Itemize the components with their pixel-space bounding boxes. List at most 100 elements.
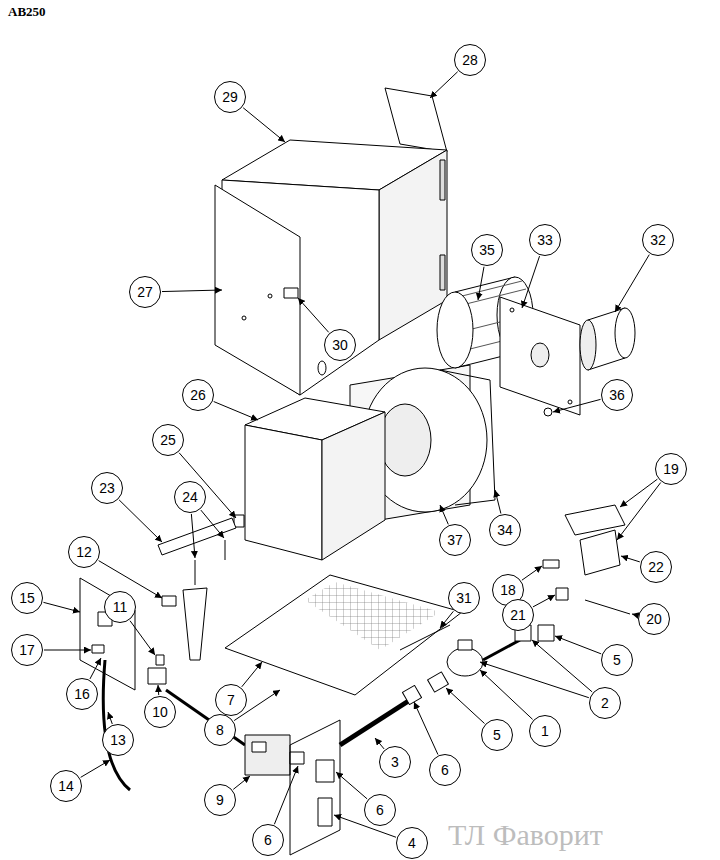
nipple: [538, 625, 554, 641]
nipple: [290, 752, 304, 764]
leader-line: [440, 611, 453, 628]
leader-line: [158, 685, 160, 695]
leader-line: [274, 766, 298, 824]
callout-number: 16: [74, 687, 90, 701]
callout-circle: 23: [91, 472, 123, 504]
leader-line: [90, 658, 101, 679]
callout-number: 28: [462, 53, 478, 67]
group-outline: [290, 720, 340, 855]
callout-number: 25: [160, 433, 176, 447]
leader-line: [119, 500, 162, 542]
callout-number: 8: [216, 723, 224, 737]
callout-circle: 8: [204, 714, 236, 746]
leader-line: [44, 650, 91, 651]
callout-number: 10: [152, 705, 168, 719]
leader-line: [214, 402, 258, 420]
callout-circle: 10: [144, 696, 176, 728]
watermark: ТЛ Фаворит: [448, 818, 603, 851]
leader-line: [336, 772, 367, 799]
callout-circle: 25: [152, 424, 184, 456]
leader-line: [81, 760, 110, 777]
callout-circle: 9: [204, 784, 236, 816]
callout-circle: 13: [102, 724, 134, 756]
callout-circle: 5: [481, 719, 513, 751]
leader-line: [495, 490, 501, 514]
callout-circle: 1: [529, 715, 561, 747]
callout-number: 24: [182, 490, 198, 504]
nipple: [428, 672, 449, 692]
callout-circle: 33: [529, 224, 561, 256]
leader-line: [233, 776, 250, 789]
callout-circle: 17: [11, 634, 43, 666]
motor-plate: [500, 297, 580, 415]
leader-line: [375, 738, 384, 749]
callout-number: 30: [332, 338, 348, 352]
leader-line: [480, 670, 533, 719]
leader-line: [43, 602, 80, 612]
gas-pipe: [166, 690, 245, 745]
callout-circle: 5: [601, 644, 633, 676]
callout-circle: 22: [640, 551, 672, 583]
burner-box-front: [245, 425, 322, 560]
wire-harness: [400, 625, 450, 650]
leader-line: [440, 505, 448, 524]
callout-circle: 16: [66, 678, 98, 710]
leader-line: [555, 636, 601, 654]
callout-number: 13: [110, 733, 126, 747]
callout-circle: 12: [68, 536, 100, 568]
burner: [183, 588, 207, 660]
leader-line: [242, 662, 262, 687]
panel-hole: [318, 361, 326, 375]
louvre: [440, 255, 445, 290]
leader-line: [522, 566, 542, 580]
leader-line: [201, 510, 224, 538]
callout-circle: 30: [324, 329, 356, 361]
group-outline: [80, 578, 135, 690]
elbow: [148, 668, 166, 684]
callout-number: 37: [447, 533, 463, 547]
leader-line: [446, 688, 484, 723]
callout-circle: 2: [589, 687, 621, 719]
side-panel: [215, 185, 300, 395]
callout-circle: 32: [642, 224, 674, 256]
callout-number: 35: [479, 243, 495, 257]
leader-line: [533, 595, 555, 607]
callout-circle: 34: [489, 514, 521, 546]
callout-number: 5: [613, 653, 621, 667]
base-plate: [225, 575, 462, 695]
callout-circle: 27: [129, 276, 161, 308]
callout-number: 11: [113, 600, 128, 614]
screw: [242, 316, 246, 320]
callout-number: 6: [441, 763, 449, 777]
nut: [402, 685, 421, 704]
callout-number: 5: [493, 728, 501, 742]
callout-circle: 6: [252, 824, 284, 856]
callout-circle: 11: [104, 591, 136, 623]
callout-number: 19: [663, 462, 679, 476]
burner-bracket: [162, 596, 176, 606]
wheel-front: [437, 292, 473, 368]
blower-inlet: [379, 404, 431, 476]
callout-number: 21: [510, 608, 526, 622]
callout-number: 32: [650, 233, 666, 247]
callout-number: 27: [137, 285, 153, 299]
screw: [268, 294, 272, 298]
callout-number: 6: [264, 833, 272, 847]
nut: [544, 408, 552, 416]
callout-circle: 6: [429, 754, 461, 786]
leader-line: [632, 614, 637, 615]
callout-circle: 28: [454, 44, 486, 76]
fitting: [318, 798, 332, 826]
callout-circle: 26: [182, 379, 214, 411]
terminal-block: [543, 560, 559, 568]
callout-number: 7: [227, 693, 235, 707]
callout-number: 4: [408, 836, 416, 850]
callout-circle: 29: [214, 81, 246, 113]
leader-line: [191, 514, 195, 558]
switch: [556, 588, 568, 600]
motor-end: [615, 308, 635, 358]
callout-number: 12: [76, 545, 92, 559]
callout-circle: 35: [471, 234, 503, 266]
callout-circle: 7: [215, 684, 247, 716]
leader-line: [414, 702, 438, 755]
